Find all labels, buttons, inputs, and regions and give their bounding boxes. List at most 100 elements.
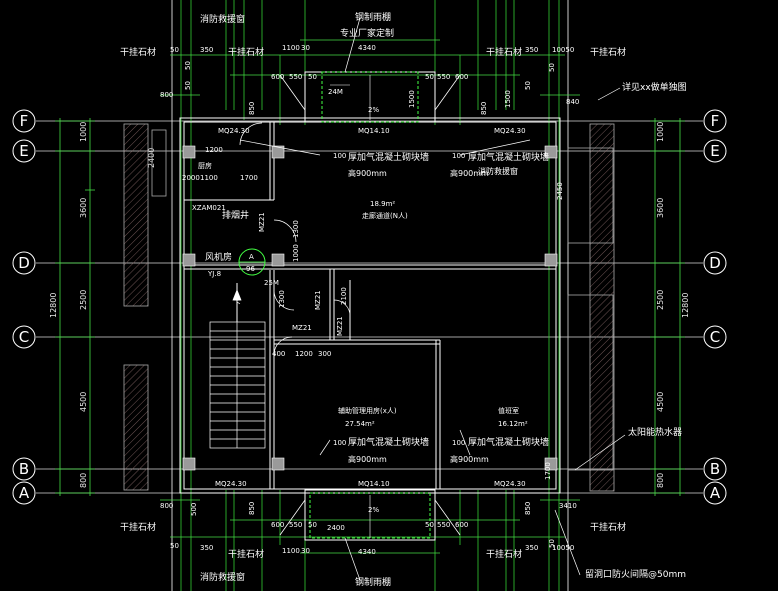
label-office-2-area: 16.12m²: [498, 420, 528, 428]
top-dim-left-b: 350: [200, 46, 213, 54]
label-dry-stone-tr: 干挂石材: [590, 46, 626, 58]
label-fire-window-top: 消防救援窗: [200, 13, 245, 25]
label-slope-25: 25M: [264, 279, 279, 287]
label-circle-top: A: [249, 253, 254, 261]
axis-label-f-left: F: [20, 112, 29, 130]
top-dim-right-a: 350: [525, 46, 538, 54]
bottom-dim-mid-h: 600: [455, 521, 468, 529]
bottom-dim-mid-c: 600: [271, 521, 284, 529]
left-dim-4500: 4500: [79, 392, 88, 412]
axis-label-d-right: D: [709, 254, 721, 272]
label-dim-1100: 1100: [200, 174, 218, 182]
label-exhaust-code: XZAM021: [192, 204, 226, 212]
label-mq-bc: MQ14.10: [358, 480, 390, 488]
top-dim-mid-c: 600: [271, 73, 284, 81]
label-dim-300: 300: [318, 350, 331, 358]
bottom-dim-mid-a: 1100: [282, 547, 300, 555]
top-dim-mid-d: 550: [289, 73, 302, 81]
top-dim-left-a: 50: [170, 46, 179, 54]
label-hole-fire: 留洞口防火间隔@50mm: [585, 568, 686, 580]
top-dim-mid-g: 550: [437, 73, 450, 81]
top-dim-vert-c: 840: [566, 98, 579, 106]
section-symbol: [238, 248, 266, 276]
label-v-2450: 2450: [556, 182, 564, 200]
label-wall-3: 厚加气混凝土砌块墙: [348, 436, 429, 448]
label-dim-1200: 1200: [205, 146, 223, 154]
right-dim-total: 12800: [681, 293, 690, 318]
top-dim-vert-a: 800: [160, 91, 173, 99]
label-mz-b: MZ21: [314, 290, 322, 310]
label-h900-4: 高900mm: [450, 454, 489, 464]
bottom-dim-width: 4340: [358, 548, 376, 556]
bottom-dim-left-a: 800: [160, 502, 173, 510]
bottom-dim-vert-b: 850: [524, 502, 532, 515]
top-dim-vert-b: 50: [184, 81, 192, 90]
label-h900-3: 高900mm: [348, 454, 387, 464]
right-dim-1000: 1000: [656, 122, 665, 142]
axis-label-f-right: F: [711, 112, 720, 130]
label-dry-stone-br: 干挂石材: [590, 521, 626, 533]
label-n100-1: 100: [333, 152, 346, 160]
bottom-dim-left-b: 50: [170, 542, 179, 550]
top-dim-vert-e: 1500: [408, 90, 416, 108]
label-see-detail: 详见xx做单独图: [622, 81, 687, 93]
label-dry-stone-bl: 干挂石材: [120, 521, 156, 533]
label-wall-1: 厚加气混凝土砌块墙: [348, 151, 429, 163]
bottom-dim-mid-f: 50: [425, 521, 434, 529]
axis-label-e-left: E: [19, 142, 28, 160]
label-office-1-area: 27.54m²: [345, 420, 375, 428]
left-dim-1000: 1000: [79, 122, 88, 142]
label-dry-stone-b3: 干挂石材: [486, 548, 522, 560]
label-circle-bot: 96: [246, 265, 255, 273]
right-dim-800: 800: [656, 473, 665, 488]
bottom-dim-mid-b: 30: [301, 547, 310, 555]
axis-label-c-right: C: [710, 328, 720, 346]
label-v-2100: 2100: [340, 287, 348, 305]
left-dim-total: 12800: [49, 293, 58, 318]
label-room-note-2: 走廊通道(N人): [362, 211, 408, 220]
bottom-dimension-lines: [160, 499, 580, 554]
label-fire-window-r: 消防救援窗: [478, 166, 518, 176]
label-n100-4: 100: [452, 439, 465, 447]
right-dim-4500: 4500: [656, 392, 665, 412]
label-n100-2: 100: [452, 152, 465, 160]
label-custom-top: 专业厂家定制: [340, 27, 394, 39]
label-steel-canopy-bot: 钢制雨棚: [355, 576, 391, 588]
axis-label-b-right: B: [710, 460, 720, 478]
label-stair: YJ.8: [207, 270, 221, 278]
label-mq-tr: MQ24.30: [494, 127, 526, 135]
axis-bubbles-right: [703, 109, 727, 505]
axis-label-d-left: D: [18, 254, 30, 272]
top-dim-vert-d: 850: [248, 102, 256, 115]
axis-bubbles-left: [12, 109, 36, 505]
label-2400: 2400: [327, 524, 345, 532]
door-swings: [239, 122, 351, 356]
label-mz-a: MZ21: [258, 212, 266, 232]
label-mz-d: MZ21: [336, 316, 344, 336]
label-n100-3: 100: [333, 439, 346, 447]
bottom-dim-mid-d: 550: [289, 521, 302, 529]
label-dim-400: 400: [272, 350, 285, 358]
top-dim-width: 4340: [358, 44, 376, 52]
bottom-dim-vert-a: 850: [248, 502, 256, 515]
label-office-1: 辅助管理用房(x人): [338, 406, 397, 415]
axis-label-c-left: C: [19, 328, 29, 346]
top-dimension-lines: [160, 39, 580, 96]
label-wall-2: 厚加气混凝土砌块墙: [468, 151, 549, 163]
top-dim-vert-i: 50: [548, 63, 556, 72]
label-v-1700: 1700: [544, 462, 552, 480]
label-24m: 24M: [328, 88, 343, 96]
dimension-chain-left: [55, 118, 95, 496]
bottom-dim-left-c: 350: [200, 544, 213, 552]
label-office-2: 值班室: [498, 406, 519, 415]
bottom-dim-mid-g: 550: [437, 521, 450, 529]
right-hatched-panels: [567, 123, 615, 492]
top-dim-mid-h: 600: [455, 73, 468, 81]
top-dim-vert-h: 50: [524, 81, 532, 90]
bottom-dim-right-a: 350: [525, 544, 538, 552]
label-mz-c: MZ21: [292, 324, 312, 332]
top-dim-vert-f: 850: [480, 102, 488, 115]
label-h900-2: 高900mm: [450, 168, 489, 178]
label-dry-stone-t2: 干挂石材: [228, 46, 264, 58]
bottom-dim-vert-d: 50: [548, 539, 556, 548]
